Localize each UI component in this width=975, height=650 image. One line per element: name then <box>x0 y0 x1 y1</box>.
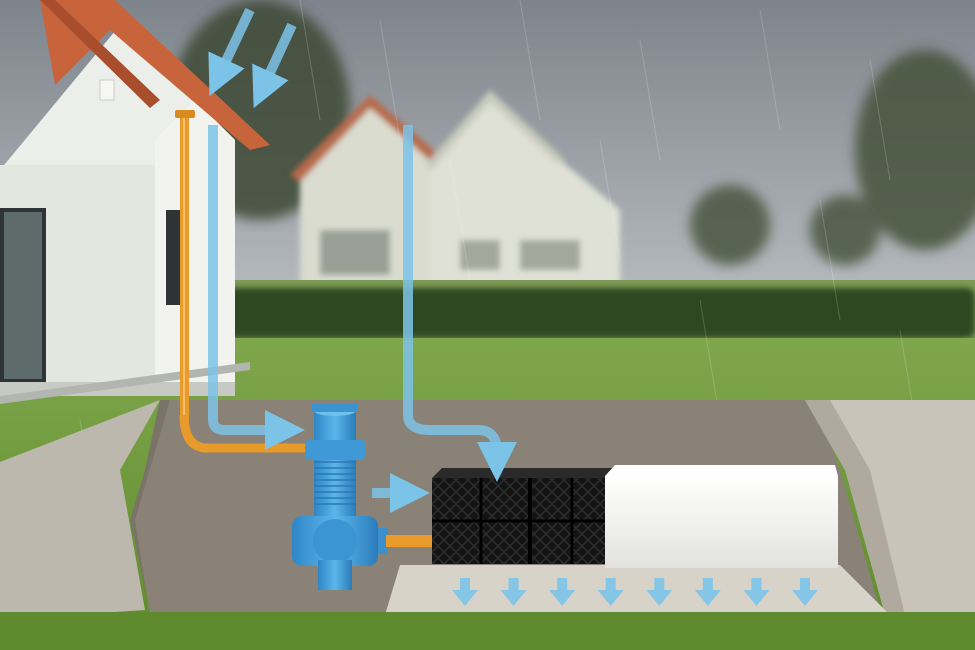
seepage-arrow-icon <box>549 578 576 606</box>
background-houses <box>290 90 620 290</box>
seepage-arrow-icon <box>694 578 721 606</box>
roof <box>40 0 270 150</box>
filter-shaft <box>292 404 388 590</box>
hedge <box>225 288 975 338</box>
seepage-arrow-icon <box>792 578 818 606</box>
water-flow-arrows <box>208 7 517 513</box>
front-lawn <box>0 612 975 650</box>
rain-arrow-icon <box>208 7 255 97</box>
downpipe <box>175 110 320 453</box>
seepage-arrow-icon <box>743 578 770 606</box>
infiltration-crates <box>432 468 622 564</box>
surface-runoff-arrow-icon <box>403 125 517 482</box>
outlet-pipe <box>386 535 434 547</box>
seepage-arrow-icon <box>597 578 624 606</box>
seepage-arrow-icon <box>500 578 527 606</box>
seepage-arrow-icon <box>452 578 478 606</box>
seepage-arrows <box>452 578 818 606</box>
seepage-arrow-icon <box>646 578 673 606</box>
rain-arrow-icon <box>252 22 297 109</box>
geotextile-block <box>605 465 838 568</box>
roof-runoff-arrow-icon <box>208 125 305 450</box>
house-side-window <box>166 210 184 305</box>
